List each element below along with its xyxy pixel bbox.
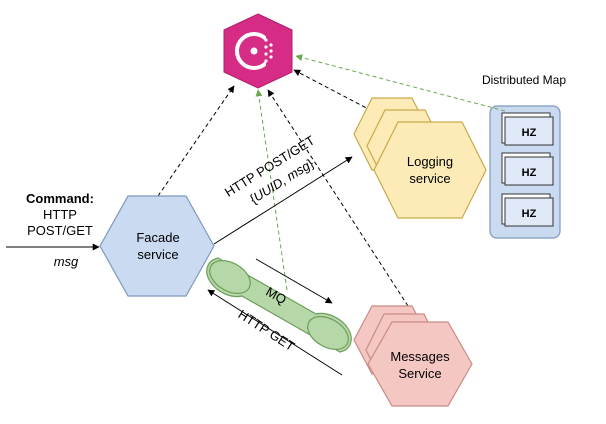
command-title: Command: (26, 191, 94, 206)
facade-service-hexagon (99, 195, 215, 297)
messages-service-label-1: Messages (390, 349, 450, 364)
facade-service-label-1: Facade (136, 230, 179, 245)
edge-facade-to-logging (213, 156, 353, 245)
distributed-map: HZ HZ HZ (489, 105, 561, 239)
hz-label: HZ (522, 208, 537, 220)
consul-node (223, 13, 293, 89)
edge-mq-to-consul (255, 89, 288, 291)
logging-service-node: Logging service (353, 97, 487, 219)
hz-node: HZ (501, 152, 554, 186)
hz-label: HZ (522, 127, 537, 139)
facade-service-label-2: service (137, 247, 178, 262)
edge-map-to-consul (295, 54, 506, 112)
consul-hexagon (223, 13, 293, 89)
messages-service-node: Messages Service (353, 305, 473, 407)
logging-service-label-1: Logging (407, 154, 453, 169)
edge-facade-to-mq (255, 258, 333, 304)
mq-tube-end (307, 316, 349, 350)
edge-logging-to-consul (293, 69, 379, 115)
command-msg: msg (54, 254, 79, 269)
command-method-2: POST/GET (27, 223, 93, 238)
distributed-map-title: Distributed Map (482, 73, 566, 87)
mq-node: MQ (206, 257, 352, 353)
facade-service-node: Facade service (99, 195, 215, 297)
hz-node: HZ (501, 112, 554, 146)
hz-label: HZ (522, 167, 537, 179)
edge-facade-to-consul (157, 85, 235, 197)
logging-service-label-2: service (409, 171, 450, 186)
edge-messages-to-facade (207, 289, 343, 376)
edge-messages-to-consul (267, 89, 409, 307)
hz-node: HZ (501, 193, 554, 227)
consul-logo-icon (235, 32, 274, 70)
command-input: Command: HTTP POST/GET msg (6, 191, 100, 269)
messages-service-hexagon (367, 321, 473, 407)
logging-service-hexagon (373, 121, 487, 219)
messages-service-label-2: Service (398, 366, 441, 381)
command-method-1: HTTP (43, 207, 77, 222)
